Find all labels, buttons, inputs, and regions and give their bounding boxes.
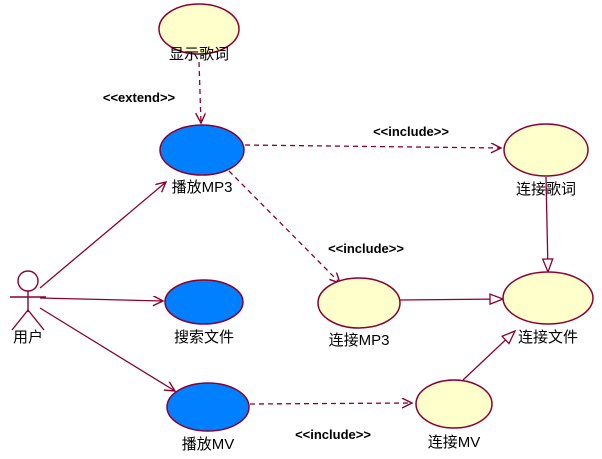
- relation-user-to-play-mv: [39, 307, 175, 391]
- relation-generalization-connect-lyrics: [541, 176, 554, 274]
- actor-leg-right: [27, 309, 45, 331]
- relation-extend-show-lyrics: [199, 61, 201, 123]
- relation-include-connect-mv: [249, 403, 412, 404]
- use-case-label-connect-mv: 连接MV: [427, 434, 481, 451]
- relation-include-connect-lyrics: [244, 145, 501, 148]
- relation-generalization-connect-mv: [462, 329, 517, 381]
- use-case-label-connect-lyrics: 连接歌词: [515, 181, 577, 198]
- use-case-connect-lyrics[interactable]: [503, 123, 589, 177]
- relation-include-connect-mp3: [228, 170, 340, 283]
- use-case-connect-mv[interactable]: [415, 379, 493, 429]
- relation-user-to-search-file: [39, 298, 163, 301]
- relation-generalization-connect-mp3: [399, 293, 505, 306]
- actor-leg-left: [11, 309, 29, 331]
- use-case-play-mv[interactable]: [166, 382, 250, 432]
- use-case-play-mp3[interactable]: [159, 124, 245, 176]
- use-case-connect-mp3[interactable]: [317, 277, 401, 329]
- use-case-label-play-mv: 播放MV: [181, 436, 235, 453]
- use-case-label-show-lyrics: 显示歌词: [168, 46, 230, 63]
- use-case-label-connect-file: 连接文件: [517, 329, 579, 346]
- actor-user[interactable]: [10, 270, 46, 331]
- stereotype-label-include-connect-mv: <<include>>: [295, 427, 371, 442]
- stereotype-label-include-connect-mp3: <<include>>: [328, 241, 404, 256]
- use-case-label-play-mp3: 播放MP3: [171, 179, 233, 196]
- use-case-label-connect-mp3: 连接MP3: [328, 332, 390, 349]
- actor-head: [17, 270, 39, 292]
- stereotype-label-include-connect-lyrics: <<include>>: [373, 124, 449, 139]
- use-case-search-file[interactable]: [164, 279, 244, 325]
- use-case-show-lyrics[interactable]: [158, 3, 240, 55]
- relation-user-to-play-mp3: [39, 182, 166, 289]
- use-case-connect-file[interactable]: [502, 271, 594, 325]
- use-case-label-search-file: 搜索文件: [173, 329, 235, 346]
- stereotype-label-extend: <<extend>>: [102, 90, 176, 105]
- actor-label-user: 用户: [12, 329, 44, 346]
